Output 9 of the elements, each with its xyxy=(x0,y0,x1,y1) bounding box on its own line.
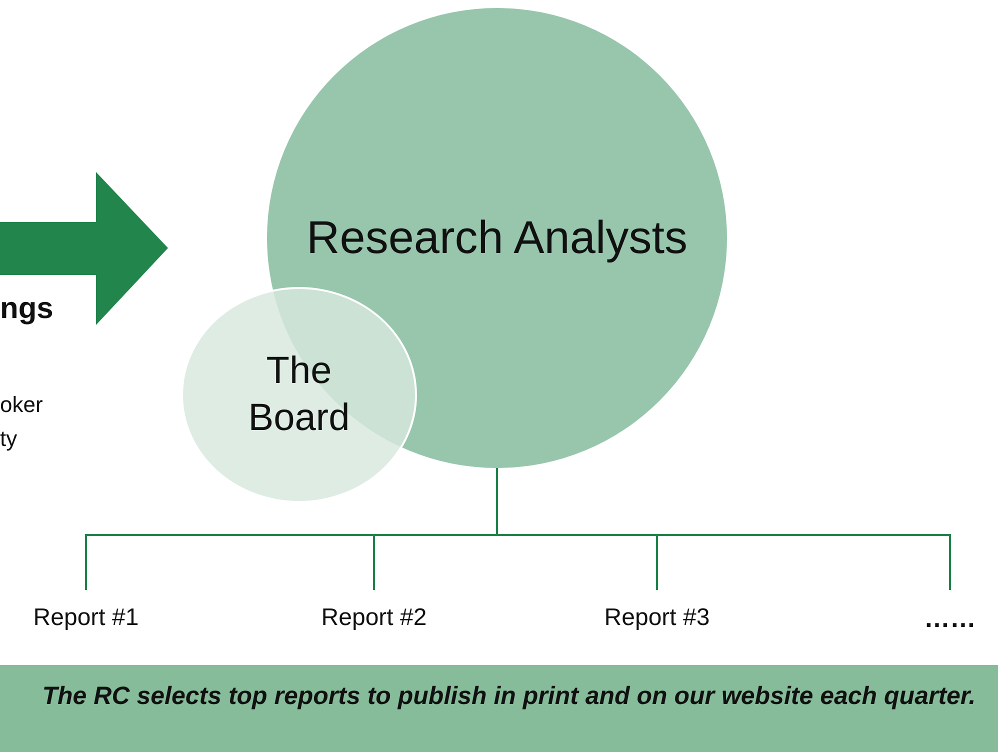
group-circle: The Board xyxy=(181,287,417,503)
ellipsis-label: …… xyxy=(910,590,990,646)
heading-fragment: ngs xyxy=(0,292,54,326)
report-label: Report #3 xyxy=(582,590,732,646)
text-fragment: ty xyxy=(0,426,18,452)
caption-banner: The RC selects top reports to publish in print and on our website each quarter. xyxy=(0,665,998,752)
report-label: Report #2 xyxy=(299,590,449,646)
report-label: Report #1 xyxy=(11,590,161,646)
text-fragment: oker xyxy=(0,392,43,418)
